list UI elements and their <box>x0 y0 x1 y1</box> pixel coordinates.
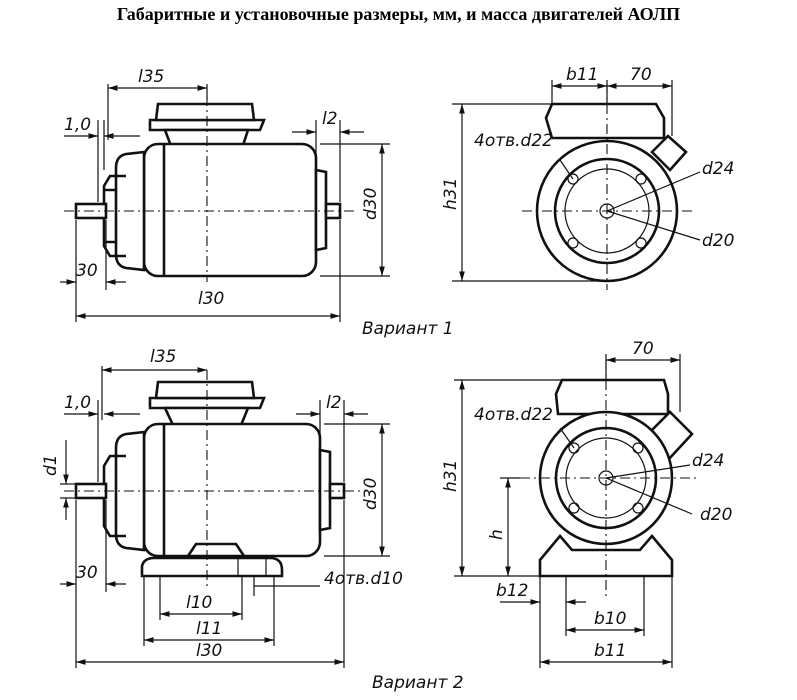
v2-label-holes-d10: 4отв.d10 <box>324 569 403 589</box>
v1-label-70: 70 <box>630 65 652 85</box>
v1-label-b11: b11 <box>566 65 598 85</box>
page-title: Габаритные и установочные размеры, мм, и… <box>116 4 681 24</box>
v2-label-l35: l35 <box>150 347 176 367</box>
v2-label-holes: 4отв.d22 <box>474 405 553 425</box>
v1-label-30: 30 <box>76 261 98 281</box>
v1-label-l35: l35 <box>138 67 164 87</box>
v1-label-l2: l2 <box>322 109 338 129</box>
variant2-front-view: 70 4отв.d22 h31 d24 d20 h b12 b10 b11 <box>441 339 732 668</box>
v1-label-d30: d30 <box>361 188 381 220</box>
v2-label-d30: d30 <box>361 478 381 510</box>
v1-label-d20: d20 <box>702 231 734 251</box>
caption-variant-1: Вариант 1 <box>362 319 454 339</box>
v2-label-d24: d24 <box>692 451 724 471</box>
v1-label-1-0: 1,0 <box>64 115 91 135</box>
variant1-side-view: l35 1,0 l2 d30 30 l30 <box>60 67 390 322</box>
v2-label-1-0: 1,0 <box>64 393 91 413</box>
v2-label-h31: h31 <box>441 460 461 492</box>
v2-label-70: 70 <box>632 339 654 359</box>
v1-label-l30: l30 <box>198 289 224 309</box>
v2-label-30: 30 <box>76 563 98 583</box>
variant1-front-view: b11 70 4отв.d22 h31 d24 d20 <box>441 65 734 290</box>
v1-label-holes: 4отв.d22 <box>474 131 553 151</box>
caption-variant-2: Вариант 2 <box>372 673 464 693</box>
v2-label-l11: l11 <box>196 619 222 639</box>
v2-label-h: h <box>487 529 507 540</box>
v2-label-l10: l10 <box>186 593 212 613</box>
v2-label-l2: l2 <box>326 393 342 413</box>
v2-label-b10: b10 <box>594 609 626 629</box>
v1-label-d24: d24 <box>702 159 734 179</box>
v2-label-d20: d20 <box>700 505 732 525</box>
v2-label-b12: b12 <box>496 581 528 601</box>
v2-label-l30: l30 <box>196 641 222 661</box>
v1-label-h31: h31 <box>441 178 461 210</box>
v2-label-b11: b11 <box>594 641 626 661</box>
v2-label-d1: d1 <box>41 454 61 476</box>
variant2-side-view: l35 1,0 l2 d1 d30 30 4отв.d10 l10 l11 l3… <box>41 347 403 668</box>
